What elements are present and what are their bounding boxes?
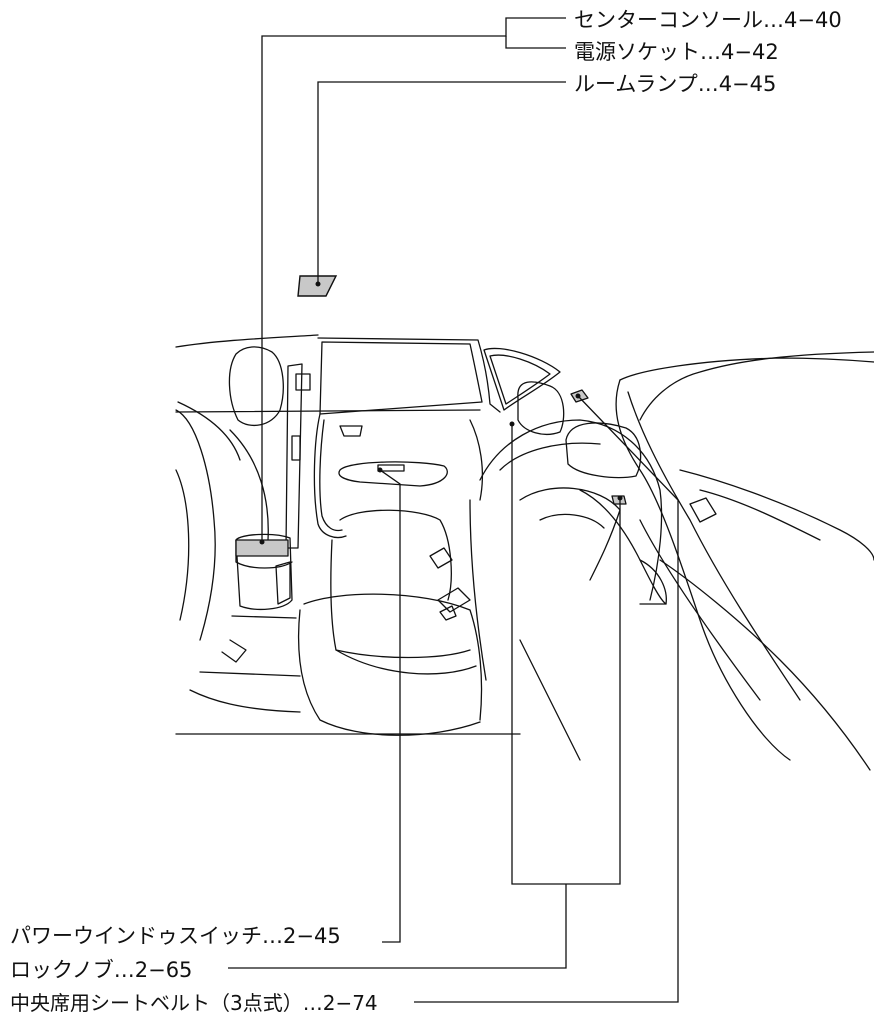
- callout-power-window-switch: パワーウインドゥスイッチ…2−45: [10, 924, 341, 948]
- callout-center-seat-belt: 中央席用シートベルト（3点式）…2−74: [10, 991, 378, 1015]
- leader-center-seat-belt: [414, 396, 678, 1002]
- callout-room-lamp: ルームランプ…4−45: [574, 72, 777, 96]
- leader-room-lamp: [318, 82, 566, 284]
- leader-dots: [259, 281, 623, 545]
- car-interior-illustration: [176, 335, 874, 770]
- leader-power-socket: [506, 36, 566, 48]
- leader-lines: [228, 18, 678, 1002]
- callout-power-socket: 電源ソケット…4−42: [574, 40, 779, 64]
- leader-lock-knob: [512, 424, 620, 884]
- callout-lock-knob: ロックノブ…2−65: [10, 958, 193, 982]
- callout-center-console: センターコンソール…4−40: [574, 8, 842, 32]
- leader-power-window-switch: [380, 470, 400, 942]
- leader-lock-knob-bridge: [228, 884, 566, 968]
